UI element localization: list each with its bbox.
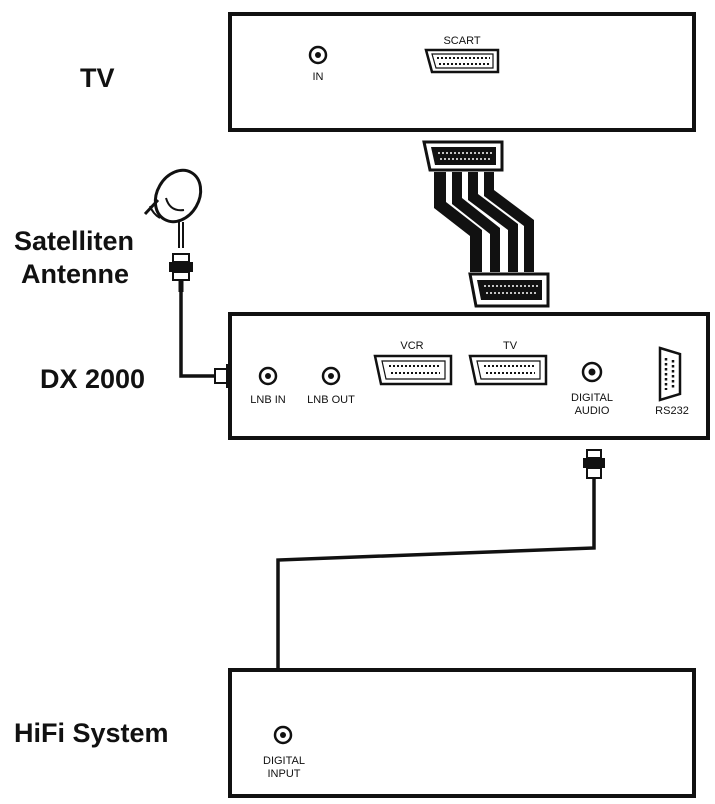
- scart-plug-top-icon: [422, 140, 504, 172]
- hifi-label: HiFi System: [14, 718, 169, 748]
- antenna-cable-plug-icon: [169, 253, 193, 292]
- digital-audio-cable-plug-icon: [583, 449, 605, 479]
- tv-scart-label: SCART: [443, 35, 480, 47]
- lnb-in-port: [258, 366, 278, 386]
- lnb-out-port: [321, 366, 341, 386]
- satellite-dish-icon: [143, 168, 203, 248]
- tv-label: TV: [80, 63, 115, 93]
- lnb-in-label: LNB IN: [250, 394, 286, 406]
- vcr-scart-label: VCR: [400, 340, 423, 352]
- digital-input-label-line2: INPUT: [268, 768, 301, 780]
- tv-scart-out-port: [468, 354, 548, 386]
- tv-scart-port: [424, 48, 500, 74]
- receiver-label: DX 2000: [40, 364, 145, 394]
- digital-audio-cable: [276, 478, 596, 680]
- rs232-port-icon: [658, 346, 682, 402]
- antenna-label-line1: Satelliten: [14, 226, 134, 256]
- lnb-out-label: LNB OUT: [307, 394, 355, 406]
- antenna-label-line2: Antenne: [21, 259, 129, 289]
- hifi-box: [228, 668, 696, 798]
- tv-in-label: IN: [313, 71, 324, 83]
- scart-cable: [422, 140, 550, 308]
- digital-input-port: [273, 725, 293, 745]
- digital-audio-label-line2: AUDIO: [575, 405, 610, 417]
- digital-audio-label-line1: DIGITAL: [571, 392, 613, 404]
- tv-scart-out-label: TV: [503, 340, 518, 352]
- receiver-box: [228, 312, 710, 440]
- digital-audio-port: [581, 361, 603, 383]
- digital-input-label-line1: DIGITAL: [263, 755, 305, 767]
- scart-plug-bottom-icon: [468, 272, 550, 308]
- antenna-cable: [179, 290, 216, 378]
- rs232-label: RS232: [655, 405, 689, 417]
- tv-antenna-in-port: [308, 45, 328, 65]
- vcr-scart-port: [373, 354, 453, 386]
